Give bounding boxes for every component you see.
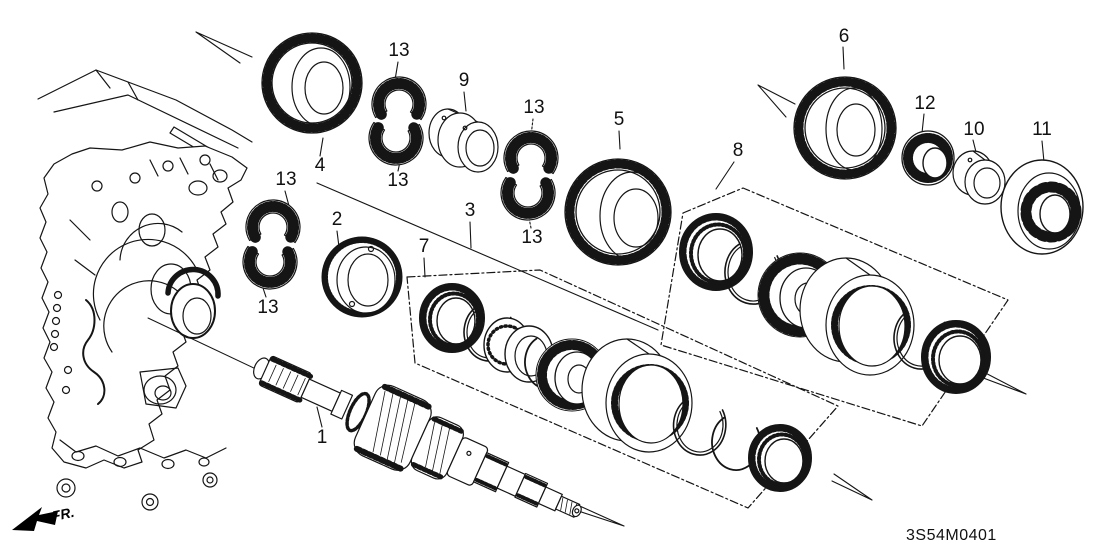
ring-gear-part-2 — [321, 236, 403, 318]
part-label-10: 10 — [963, 119, 985, 140]
part-label-13a: 13 — [388, 40, 410, 61]
part-label-11: 11 — [1032, 119, 1052, 140]
part-label-13e: 13 — [521, 227, 543, 248]
part-label-7: 7 — [418, 236, 430, 257]
view-arrow-gear4 — [195, 31, 253, 64]
transmission-case — [37, 69, 257, 511]
ball-bearing-part-11 — [1000, 159, 1084, 255]
part-label-6: 6 — [838, 26, 850, 47]
part-label-9: 9 — [458, 70, 470, 91]
diagram-code: 3S54M0401 — [906, 527, 997, 544]
synchro-sleeve — [581, 338, 693, 453]
view-arrow-gear6 — [757, 84, 796, 118]
blocking-ring — [921, 320, 991, 394]
part-label-4: 4 — [314, 155, 326, 176]
collar-part-9 — [428, 108, 499, 173]
needle-bearing-13-set-b — [500, 130, 559, 221]
synchro-sleeve — [799, 257, 915, 376]
part-label-5: 5 — [613, 109, 625, 130]
gear-part-6 — [793, 76, 897, 180]
part-label-13c: 13 — [275, 169, 297, 190]
part-label-8: 8 — [732, 140, 744, 161]
gear-part-5 — [564, 158, 672, 266]
fr-direction-arrow — [12, 507, 58, 531]
part-label-13f: 13 — [257, 297, 279, 318]
synchro-set-7 — [419, 283, 812, 492]
part-label-13d: 13 — [387, 170, 409, 191]
part-label-12: 12 — [914, 93, 936, 114]
case-to-shaft-leader-line — [147, 317, 257, 370]
part-label-2: 2 — [331, 209, 343, 230]
blocking-ring — [419, 283, 485, 353]
view-arrow-box7 — [831, 473, 873, 501]
needle-bearing-13-set-c — [242, 199, 301, 290]
case-oil-seal-rings — [150, 263, 221, 339]
synchro-set-8 — [679, 213, 991, 394]
snap-ring — [673, 398, 727, 456]
part-label-13b: 13 — [523, 97, 545, 118]
needle-bearing-part-12 — [901, 130, 955, 186]
gear-part-4 — [261, 32, 363, 134]
mainshaft-part-1 — [253, 355, 582, 518]
part-label-1: 1 — [316, 427, 328, 448]
part-label-3: 3 — [464, 200, 476, 221]
needle-bearing-13-set-a — [368, 76, 427, 166]
bushing-part-10 — [952, 150, 1006, 205]
blocking-ring — [748, 424, 812, 492]
blocking-ring — [679, 213, 753, 291]
